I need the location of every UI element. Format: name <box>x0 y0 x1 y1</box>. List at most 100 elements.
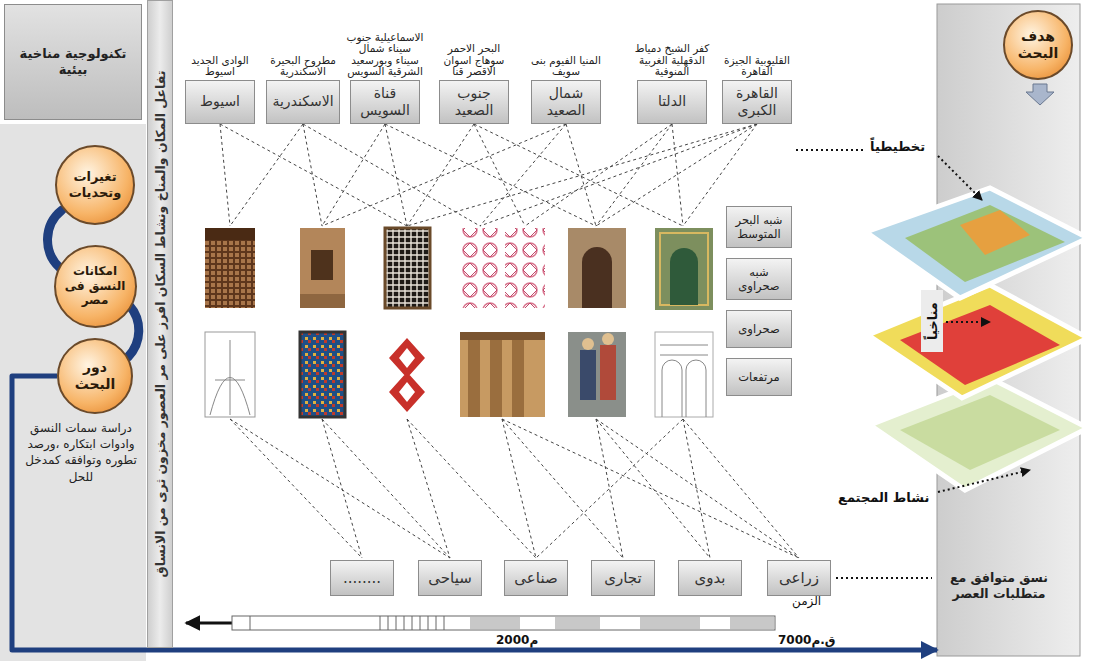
heritage-photos <box>311 250 333 280</box>
time-label: 7000ق.م <box>778 633 836 647</box>
timeline <box>232 616 775 630</box>
box-label: مرتفعات <box>738 370 779 384</box>
link-lines <box>303 124 322 226</box>
flow-arc <box>128 305 139 357</box>
box-label: شبه صحراوى <box>731 265 787 294</box>
timeline <box>730 617 774 629</box>
link-lines <box>672 124 683 226</box>
link-lines <box>220 124 799 558</box>
circle-label: تغيرات وتحديات <box>66 169 125 200</box>
link-lines <box>303 124 480 226</box>
region-box: المنيا الفيوم بنى سويفشمال الصعيد <box>531 80 601 124</box>
region-name: الدلتا <box>658 93 686 111</box>
region-box: الوادى الجديد اسيوطاسيوط <box>185 80 255 124</box>
heritage-photos <box>602 333 614 345</box>
link-lines <box>596 419 623 558</box>
axis-label: نشاط المجتمع <box>838 490 929 505</box>
link-lines <box>407 124 757 226</box>
heritage-photos <box>385 228 430 308</box>
axis-label: مناخياً <box>925 302 940 340</box>
heritage-photos <box>389 338 425 412</box>
heritage-photos <box>468 340 480 417</box>
link-lines <box>322 124 566 226</box>
map-stack <box>960 210 1030 255</box>
activity-box: ........ <box>330 560 394 596</box>
link-lines <box>596 419 799 558</box>
link-lines <box>322 419 450 558</box>
theme-box: تكنولوجية مناخية بيئية <box>4 4 142 120</box>
heritage-photos <box>205 332 255 417</box>
circle-label: امكانات النسق فى مصر <box>65 264 126 307</box>
box-label: تكنولوجية مناخية بيئية <box>9 46 137 79</box>
heritage-photos <box>655 332 713 417</box>
map-stack <box>866 188 1088 298</box>
link-lines <box>683 419 710 558</box>
heritage-photos <box>580 350 596 400</box>
label-patch: مناخياً <box>921 290 943 352</box>
region-name: شمال الصعيد <box>536 85 596 120</box>
stage-circle: دور البحث <box>57 338 133 414</box>
region-box: القليوبية الجيزة القاهرةالقاهرة الكبرى <box>722 80 792 124</box>
link-lines <box>230 419 362 558</box>
heritage-photos <box>300 332 345 417</box>
activity-box: سياحى <box>418 560 482 596</box>
activity-name: صناعى <box>514 569 557 588</box>
pointer-arrows <box>796 149 866 151</box>
region-box: الاسماعيلية جنوب سيناء شمال سيناء وبورسع… <box>350 80 420 124</box>
goal-arrow <box>1026 84 1054 105</box>
link-lines <box>480 124 566 226</box>
flow-arc <box>48 210 139 357</box>
link-lines <box>683 419 799 558</box>
heritage-photos <box>460 332 545 340</box>
heritage-photos <box>460 332 545 417</box>
link-lines <box>536 419 683 558</box>
heritage-photos <box>300 294 345 308</box>
link-lines <box>596 124 672 226</box>
heritage-photos <box>505 228 545 308</box>
governorate-list: الاسماعيلية جنوب سيناء شمال سيناء وبورسع… <box>346 32 424 78</box>
governorate-list: القليوبية الجيزة القاهرة <box>718 55 796 78</box>
link-lines <box>502 419 536 558</box>
heritage-photos <box>660 345 708 417</box>
pointer-arrows <box>836 577 932 579</box>
time-label: الزمن <box>792 594 821 608</box>
link-lines <box>220 124 230 226</box>
timeline <box>250 616 444 630</box>
map-stack <box>870 378 1088 490</box>
link-lines <box>385 124 407 226</box>
activity-box: بدوى <box>678 560 742 596</box>
activity-box: تجارى <box>591 560 655 596</box>
heritage-photos <box>460 228 500 308</box>
role-note: دراسة سمات النسق وادوات ابتكاره ،ورصد تط… <box>20 420 142 485</box>
link-lines <box>480 124 757 226</box>
activity-name: تجارى <box>604 569 641 588</box>
time-label: 2000م <box>496 633 538 647</box>
circle-label: هدف البحث <box>1012 28 1064 62</box>
timeline <box>470 617 520 629</box>
activity-box: زراعى <box>767 560 831 596</box>
activity-name: بدوى <box>694 569 725 588</box>
heritage-photos <box>490 340 502 417</box>
governorate-list: البحر الاحمر سوهاج اسوان الاقصر قنا <box>435 43 513 78</box>
goal-arrow <box>1026 84 1054 105</box>
left-panel <box>0 124 146 661</box>
map-stack <box>868 285 1088 398</box>
region-box: البحر الاحمر سوهاج اسوان الاقصر قناجنوب … <box>439 80 509 124</box>
climate-box: شبه صحراوى <box>726 258 792 300</box>
heritage-photos <box>300 228 345 308</box>
heritage-photos <box>582 338 594 350</box>
heritage-photos <box>655 228 713 310</box>
link-lines <box>596 419 710 558</box>
region-name: جنوب الصعيد <box>444 85 504 120</box>
stage-circle: تغيرات وتحديات <box>55 145 135 225</box>
link-lines <box>230 124 303 226</box>
heritage-photos <box>385 332 430 417</box>
link-lines <box>230 419 450 558</box>
climate-box: مرتفعات <box>726 358 792 396</box>
heritage-photos <box>399 348 415 402</box>
link-lines <box>407 419 450 558</box>
timeline <box>640 617 700 629</box>
heritage-photos <box>660 233 708 305</box>
axis-label: تخطيطياً <box>870 139 925 154</box>
activity-name: سياحى <box>428 569 471 588</box>
